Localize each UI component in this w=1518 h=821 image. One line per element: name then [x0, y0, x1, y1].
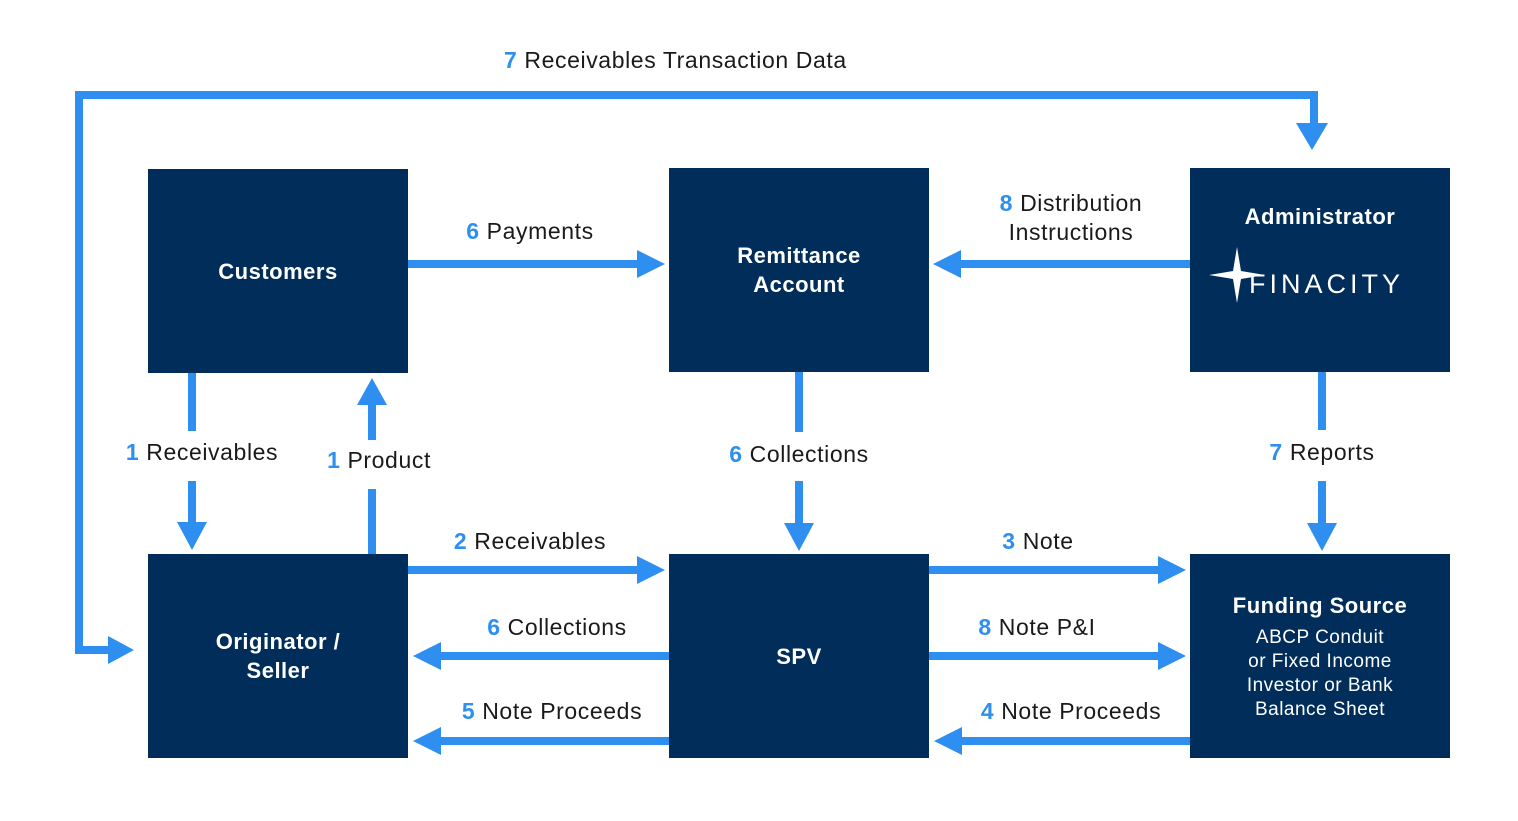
arrow-collections-down-top-line: [795, 372, 803, 432]
arrow-transaction-data-line-right: [1310, 91, 1318, 123]
label-text: Note Proceeds: [482, 698, 643, 724]
arrow-reports-bottom-line: [1318, 481, 1326, 524]
label-text: Collections: [749, 441, 869, 467]
step-number: 6: [487, 614, 501, 640]
arrow-reports-head: [1307, 523, 1337, 551]
step-number: 7: [504, 47, 518, 73]
arrow-distribution-head: [933, 250, 961, 278]
arrow-note-proceeds-4-head: [934, 727, 962, 755]
customers-box: Customers: [148, 169, 408, 373]
label-text: Distribution Instructions: [1008, 190, 1143, 245]
step-number: 6: [466, 218, 480, 244]
arrow-distribution-line: [960, 260, 1190, 268]
customers-title: Customers: [218, 258, 338, 284]
step-number: 4: [980, 698, 995, 724]
arrow-note-proceeds-5-line: [440, 737, 669, 745]
label-text: Note P&I: [998, 614, 1096, 640]
step-number: 3: [1002, 528, 1016, 554]
step-number: 8: [999, 190, 1014, 216]
arrow-receivables-2-line: [408, 566, 638, 574]
funding-subtitle: ABCP Conduit or Fixed Income Investor or…: [1246, 626, 1394, 720]
label-text: Receivables: [146, 439, 279, 465]
arrow-transaction-data-line-bottom: [75, 646, 108, 654]
spv-title: SPV: [776, 643, 822, 669]
arrow-receivables-1-bottom-line: [188, 481, 196, 523]
arrow-to-originator-head: [108, 636, 134, 664]
arrow-receivables-1-head: [177, 522, 207, 550]
arrow-transaction-data-line-left: [75, 91, 83, 654]
label-text: Reports: [1289, 439, 1375, 465]
spv-box: SPV: [669, 554, 929, 758]
administrator-box: Administrator FINACITY: [1190, 168, 1450, 372]
label-text: Collections: [507, 614, 627, 640]
step-number: 2: [453, 528, 468, 554]
step-number: 1: [125, 439, 140, 465]
arrow-collections-down-head: [784, 523, 814, 551]
remittance-account-box: Remittance Account: [669, 168, 929, 372]
arrow-note-pi-line: [929, 652, 1159, 660]
label-text: Payments: [486, 218, 594, 244]
arrow-note-proceeds-5-head: [413, 727, 441, 755]
remittance-title: Remittance Account: [737, 243, 861, 297]
arrow-collections-left-head: [413, 642, 441, 670]
label-text: Note Proceeds: [1001, 698, 1162, 724]
label-text: Product: [347, 447, 431, 473]
arrow-note-head: [1158, 556, 1186, 584]
label-text: Receivables Transaction Data: [524, 47, 847, 73]
step-number: 7: [1269, 439, 1283, 465]
funding-source-box: Funding Source ABCP Conduit or Fixed Inc…: [1190, 554, 1450, 758]
arrow-payments-head: [637, 250, 665, 278]
label-text: Receivables: [474, 528, 607, 554]
finacity-logo-text: FINACITY: [1249, 269, 1405, 299]
finacity-logo: FINACITY: [1207, 245, 1433, 305]
originator-title: Originator / Seller: [215, 629, 341, 683]
arrow-receivables-2-head: [637, 556, 665, 584]
originator-seller-box: Originator / Seller: [148, 554, 408, 758]
arrow-note-pi-head: [1158, 642, 1186, 670]
arrow-receivables-1-top-line: [188, 373, 196, 431]
step-number: 6: [729, 441, 743, 467]
arrow-collections-left-line: [440, 652, 669, 660]
arrow-product-bottom-line: [368, 489, 376, 554]
arrow-collections-down-bottom-line: [795, 481, 803, 524]
arrow-transaction-data-line-top: [75, 91, 1318, 99]
step-number: 1: [327, 447, 341, 473]
administrator-title: Administrator: [1244, 204, 1396, 229]
arrow-product-head: [357, 378, 387, 405]
label-text: Note: [1022, 528, 1074, 554]
arrow-product-top-line: [368, 404, 376, 440]
arrow-payments-line: [408, 260, 638, 268]
step-number: 8: [978, 614, 992, 640]
step-number: 5: [461, 698, 476, 724]
funding-title: Funding Source: [1232, 592, 1408, 618]
arrow-note-proceeds-4-line: [961, 737, 1190, 745]
arrow-transaction-data-head: [1296, 123, 1328, 150]
arrow-reports-top-line: [1318, 372, 1326, 430]
arrow-note-line: [929, 566, 1159, 574]
star-icon: [1209, 247, 1265, 303]
